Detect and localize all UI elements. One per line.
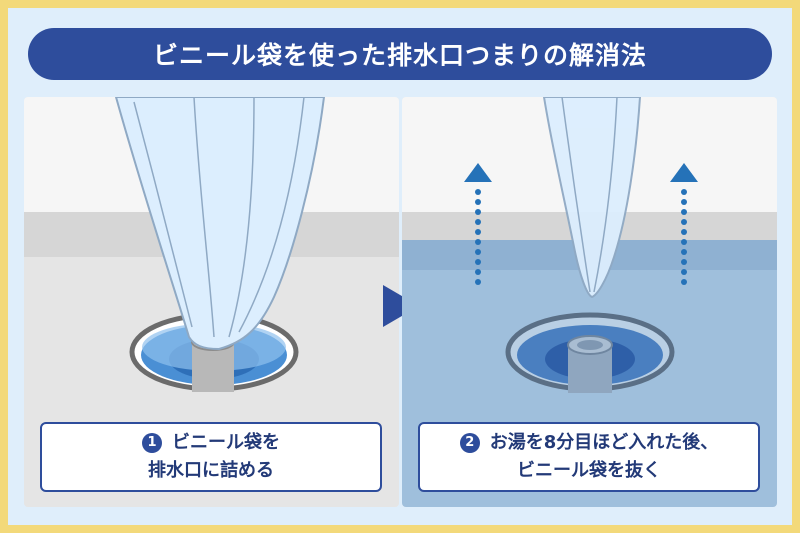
step-2-panel: 2 お湯を8分目ほど入れた後、 ビニール袋を抜く [402,97,777,507]
dotted-up-arrow-icon [670,163,698,285]
step-2-number-icon: 2 [459,433,480,453]
page-title: ビニール袋を使った排水口つまりの解消法 [28,28,772,80]
step-1-line1: ビニール袋を [172,432,280,453]
step-2-line1: お湯を8分目ほど入れた後、 [489,432,719,453]
step-1-number-icon: 1 [142,433,162,453]
step-1-line2: 排水口に詰める [148,460,274,481]
step-2-line2: ビニール袋を抜く [517,460,661,481]
step-1-caption: 1 ビニール袋を 排水口に詰める [40,422,382,492]
step-2-caption: 2 お湯を8分目ほど入れた後、 ビニール袋を抜く [418,422,760,492]
plastic-bag [542,97,642,299]
step-1-panel: 1 ビニール袋を 排水口に詰める [24,97,399,507]
step-1-illustration [24,97,399,507]
dotted-up-arrow-icon [464,163,492,285]
plastic-bag [114,97,326,351]
